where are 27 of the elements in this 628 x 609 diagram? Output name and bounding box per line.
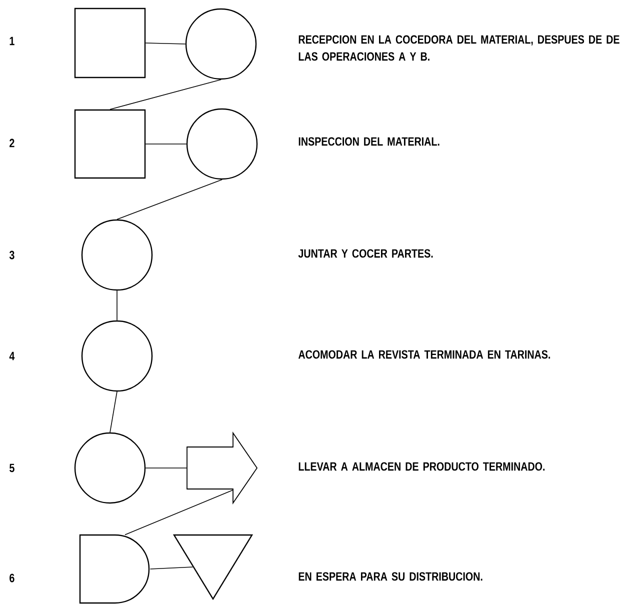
circle-symbol	[186, 108, 258, 180]
circle-symbol	[74, 432, 146, 504]
step-number: 2	[10, 138, 14, 148]
square-symbol	[74, 109, 146, 179]
step-number: 4	[9, 352, 15, 360]
connector-line	[116, 290, 118, 321]
connector-line	[110, 391, 118, 433]
step-description: LLEVAR A ALMACEN DE PRODUCTO TERMINADO.	[298, 462, 545, 471]
step-number: 1	[10, 36, 14, 46]
square-symbol	[74, 8, 146, 78]
step-number: 6	[10, 574, 14, 582]
step-description: JUNTAR Y COCER PARTES.	[298, 249, 433, 258]
step-description: RECEPCION EN LA COCEDORA DEL MATERIAL, DESPUES DE DE LAS OPERACIONES A Y B.	[298, 35, 620, 61]
step-number: 5	[10, 464, 14, 472]
circle-symbol	[81, 320, 153, 392]
connector-line	[110, 79, 222, 110]
connector-line	[116, 179, 222, 220]
circle-symbol	[185, 8, 257, 80]
delay-symbol	[79, 534, 150, 604]
connector-line	[150, 566, 194, 570]
block-arrow-symbol	[186, 432, 258, 504]
step-description: ACOMODAR LA REVISTA TERMINADA EN TARINAS.	[298, 350, 550, 359]
circle-symbol	[81, 219, 153, 291]
step-description: INSPECCION DEL MATERIAL.	[298, 137, 440, 146]
step-description: EN ESPERA PARA SU DISTRIBUCION.	[298, 572, 482, 581]
step-number: 3	[9, 250, 14, 260]
connector-line	[145, 42, 186, 44]
